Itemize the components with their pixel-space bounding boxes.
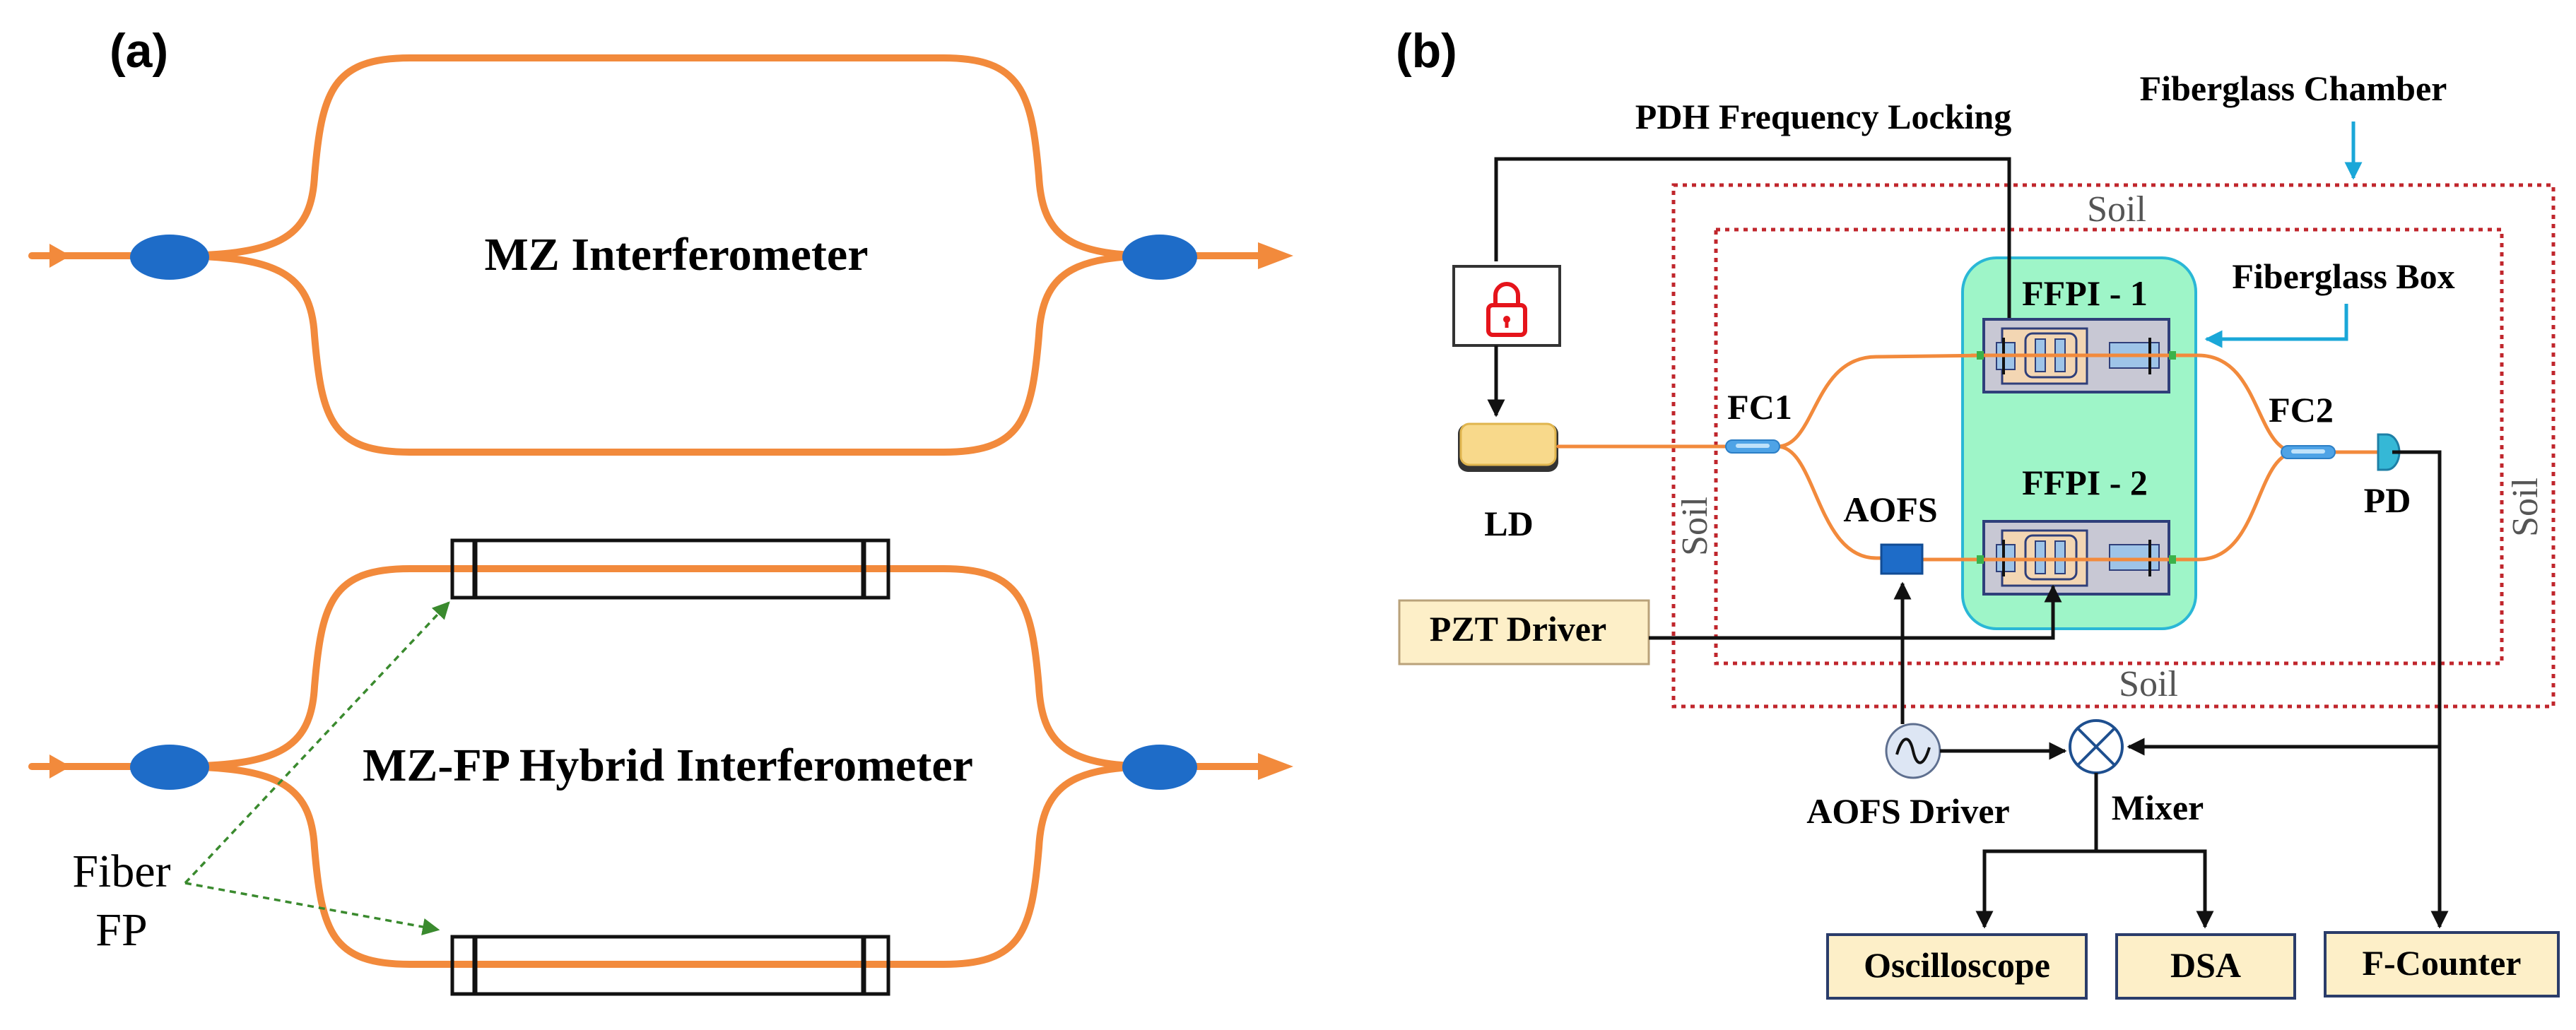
- mz-title: MZ Interferometer: [485, 229, 869, 280]
- soil-label-right: Soil: [2505, 478, 2546, 537]
- aofs-driver-label: AOFS Driver: [1806, 791, 2009, 831]
- hybrid-input-coupler: [130, 745, 209, 790]
- oscilloscope-box: [1826, 933, 2088, 1000]
- fc2-label: FC2: [2269, 390, 2334, 430]
- pdh-feedback-wire: [1494, 157, 2011, 319]
- dsa-box: [2115, 933, 2296, 1000]
- ffpi2-to-fc2-fiber: [2164, 450, 2299, 562]
- mz-input-arrow: [49, 244, 71, 268]
- mixer-to-oscilloscope-wire: [1975, 773, 2098, 929]
- fc1-coupler: [1725, 439, 1780, 454]
- dsa-label: DSA: [2170, 945, 2241, 985]
- fiber-fp-lower: [450, 935, 890, 996]
- pdh-lock-unit: [1452, 265, 1561, 347]
- fc1-lower-branch: [1775, 444, 1883, 560]
- hybrid-title: MZ-FP Hybrid Interferometer: [363, 740, 973, 791]
- laser-diode: [1458, 422, 1558, 472]
- pzt-to-ffpi2-wire: [1649, 584, 2062, 640]
- mixer-label: Mixer: [2112, 788, 2204, 827]
- hybrid-input-arrow: [49, 754, 71, 779]
- pzt-driver-box: [1398, 599, 1650, 665]
- mixer-cross-icon: [2076, 727, 2116, 766]
- panel-a: (a) MZ Interferometer: [28, 24, 1293, 996]
- fc1-label: FC1: [1727, 387, 1792, 427]
- aofs-label: AOFS: [1843, 490, 1937, 529]
- f-counter-label: F-Counter: [2363, 943, 2522, 983]
- pdh-locking-label: PDH Frequency Locking: [1635, 97, 2011, 136]
- soil-label-top: Soil: [2087, 189, 2146, 230]
- mzfp-hybrid-interferometer: MZ-FP Hybrid Interferometer Fiber FP: [28, 538, 1293, 996]
- fiberglass-box-label: Fiberglass Box: [2232, 256, 2454, 296]
- mz-output-coupler: [1122, 235, 1197, 280]
- oscilloscope-label: Oscilloscope: [1864, 945, 2050, 985]
- hybrid-output-arrow: [1258, 753, 1293, 780]
- mz-output-arrow: [1258, 242, 1293, 269]
- fiber-fp-upper: [450, 538, 890, 600]
- mz-interferometer: MZ Interferometer: [28, 54, 1293, 456]
- aofs-driver: [1885, 723, 1941, 779]
- soil-label-left: Soil: [1675, 497, 1715, 556]
- mixer: [2069, 719, 2124, 774]
- ffpi2-label: FFPI - 2: [2022, 463, 2148, 502]
- pd-label: PD: [2364, 480, 2411, 520]
- f-counter-box: [2324, 931, 2560, 998]
- fc1-upper-branch: [1775, 353, 1992, 449]
- hybrid-lower-arm: [166, 763, 1163, 968]
- pzt-driver-label: PZT Driver: [1430, 609, 1606, 649]
- mz-lower-arm: [166, 252, 1163, 456]
- hybrid-output-coupler: [1122, 745, 1197, 790]
- fiber-fp-label-line2: FP: [95, 904, 147, 956]
- aofs-device: [1880, 543, 1924, 575]
- panel-b-label: (b): [1396, 24, 1457, 78]
- fiber-fp-pointer-upper: [184, 601, 450, 884]
- panel-a-label: (a): [110, 24, 168, 78]
- hybrid-upper-arm: [166, 565, 1163, 770]
- lock-icon: [1486, 282, 1527, 337]
- box-pointer: [2204, 304, 2348, 348]
- fiberglass-chamber-label: Fiberglass Chamber: [2140, 69, 2447, 108]
- ffpi1-label: FFPI - 1: [2022, 273, 2148, 313]
- fc2-coupler: [2281, 445, 2336, 459]
- panel-b: (b) Soil Soil Soil Soil PDH Frequency Lo…: [1396, 24, 2560, 1000]
- fiber-fp-label-line1: Fiber: [72, 846, 170, 897]
- ld-label: LD: [1484, 504, 1533, 543]
- mz-input-coupler: [130, 235, 209, 280]
- mixer-to-dsa-wire: [2096, 849, 2214, 929]
- soil-label-bottom: Soil: [2119, 664, 2178, 704]
- fiberglass-chamber-inner: [1714, 227, 2504, 665]
- pd-output-wire: [2392, 450, 2442, 747]
- fiberglass-chamber-outer: [1671, 183, 2556, 709]
- fiber-fp-pointer-lower: [184, 882, 440, 936]
- mz-upper-arm: [166, 54, 1163, 259]
- sine-wave-icon: [1895, 738, 1931, 764]
